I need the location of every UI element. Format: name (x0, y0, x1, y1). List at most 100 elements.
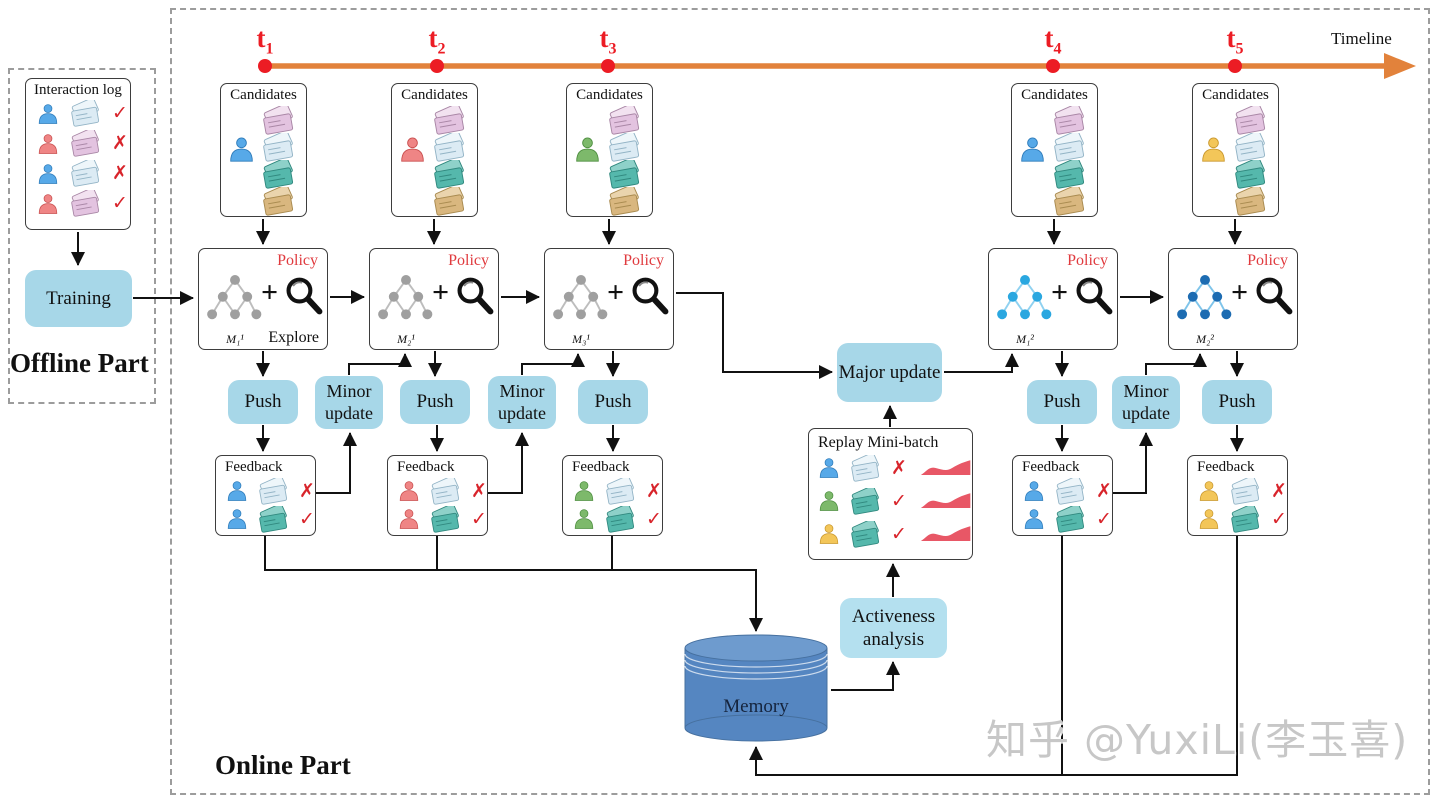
database-cylinder-icon (682, 632, 830, 744)
minor-update-box-2: Minor update (488, 376, 556, 429)
user-icon (1200, 136, 1227, 163)
model-tree-icon (377, 270, 435, 325)
card-icon (606, 105, 643, 135)
policy-title: Policy (448, 252, 489, 269)
card-icon (431, 159, 468, 189)
candidates-box-t3: Candidates (566, 83, 653, 217)
policy-box-t1: Policy + M₁¹ Explore (198, 248, 328, 350)
check-icon: ✓ (471, 507, 487, 530)
check-icon: ✓ (112, 192, 128, 214)
card-icon (1229, 505, 1262, 533)
card-icon (849, 520, 882, 548)
feedback-box-t3: Feedback ✗ ✓ (562, 455, 663, 536)
timeline-tick-t1: t1 (256, 23, 274, 58)
feedback-row: ✓ (1188, 504, 1287, 533)
feedback-row: ✗ (216, 476, 315, 505)
card-icon (257, 477, 290, 505)
activity-wave-icon (920, 491, 972, 511)
check-icon: ✓ (891, 522, 907, 545)
model-tree-icon (552, 270, 610, 325)
online-part-region (170, 8, 1430, 795)
card-icon (429, 505, 462, 533)
card-icon (431, 132, 468, 162)
feedback-row: ✓ (216, 504, 315, 533)
policy-title: Policy (1247, 252, 1288, 269)
check-icon: ✓ (112, 102, 128, 124)
card-icon (1051, 105, 1088, 135)
cross-icon: ✗ (891, 456, 907, 479)
cross-icon: ✗ (112, 132, 128, 154)
card-icon (1051, 186, 1088, 216)
magnifier-icon (1074, 276, 1114, 316)
user-icon (226, 508, 248, 530)
policy-box-t5: Policy + M₂² (1168, 248, 1298, 350)
user-icon (399, 136, 426, 163)
card-icon (606, 132, 643, 162)
activity-wave-icon (920, 458, 972, 478)
timeline-tick-t2: t2 (428, 23, 446, 58)
user-icon (573, 480, 595, 502)
candidates-title: Candidates (1021, 87, 1088, 103)
user-icon (818, 523, 840, 545)
replay-minibatch-box: Replay Mini-batch ✗ ✓ ✓ (808, 428, 973, 560)
card-icon (1229, 477, 1262, 505)
push-box-t5: Push (1202, 380, 1272, 424)
feedback-title: Feedback (572, 459, 630, 475)
card-icon (260, 186, 297, 216)
policy-title: Policy (1067, 252, 1108, 269)
memory-store: Memory (682, 632, 830, 744)
check-icon: ✓ (299, 507, 315, 530)
cross-icon: ✗ (112, 162, 128, 184)
card-icon (606, 159, 643, 189)
magnifier-icon (1254, 276, 1294, 316)
card-icon (260, 159, 297, 189)
user-icon (226, 480, 248, 502)
plus-sign: + (1231, 276, 1249, 309)
feedback-row: ✗ (563, 476, 662, 505)
feedback-box-t1: Feedback ✗ ✓ (215, 455, 316, 536)
card-icon (1051, 159, 1088, 189)
feedback-row: ✓ (563, 504, 662, 533)
candidates-box-t2: Candidates (391, 83, 478, 217)
card-icon (431, 186, 468, 216)
feedback-title: Feedback (1197, 459, 1255, 475)
feedback-row: ✓ (1013, 504, 1112, 533)
feedback-row: ✗ (1188, 476, 1287, 505)
model-tree-icon (206, 270, 264, 325)
interaction-row: ✗ (26, 129, 130, 159)
interaction-row: ✓ (26, 99, 130, 129)
watermark: 知乎 @YuxiLi(李玉喜) (986, 716, 1409, 764)
feedback-box-t2: Feedback ✗ ✓ (387, 455, 488, 536)
cross-icon: ✗ (646, 479, 662, 502)
push-box-t3: Push (578, 380, 648, 424)
feedback-title: Feedback (225, 459, 283, 475)
user-icon (574, 136, 601, 163)
policy-title: Policy (277, 252, 318, 269)
user-icon (818, 490, 840, 512)
user-icon (1019, 136, 1046, 163)
card-icon (1054, 477, 1087, 505)
replay-title: Replay Mini-batch (818, 434, 939, 451)
timeline-tick-t4: t4 (1044, 23, 1062, 58)
check-icon: ✓ (646, 507, 662, 530)
check-icon: ✓ (1271, 507, 1287, 530)
card-icon (429, 477, 462, 505)
replay-row: ✗ (809, 452, 972, 485)
model-tree-icon (996, 270, 1054, 325)
candidates-box-t5: Candidates (1192, 83, 1279, 217)
magnifier-icon (630, 276, 670, 316)
training-box: Training (25, 270, 132, 327)
card-icon (1232, 132, 1269, 162)
user-icon (37, 193, 59, 215)
push-box-t2: Push (400, 380, 470, 424)
card-icon (260, 105, 297, 135)
model-tree-icon (1176, 270, 1234, 325)
major-update-box: Major update (837, 343, 942, 402)
cross-icon: ✗ (471, 479, 487, 502)
check-icon: ✓ (1096, 507, 1112, 530)
memory-label: Memory (723, 696, 789, 717)
timeline-label: Timeline (1331, 29, 1392, 48)
card-icon (1054, 505, 1087, 533)
candidates-title: Candidates (1202, 87, 1269, 103)
model-label: M₂¹ (397, 332, 415, 346)
